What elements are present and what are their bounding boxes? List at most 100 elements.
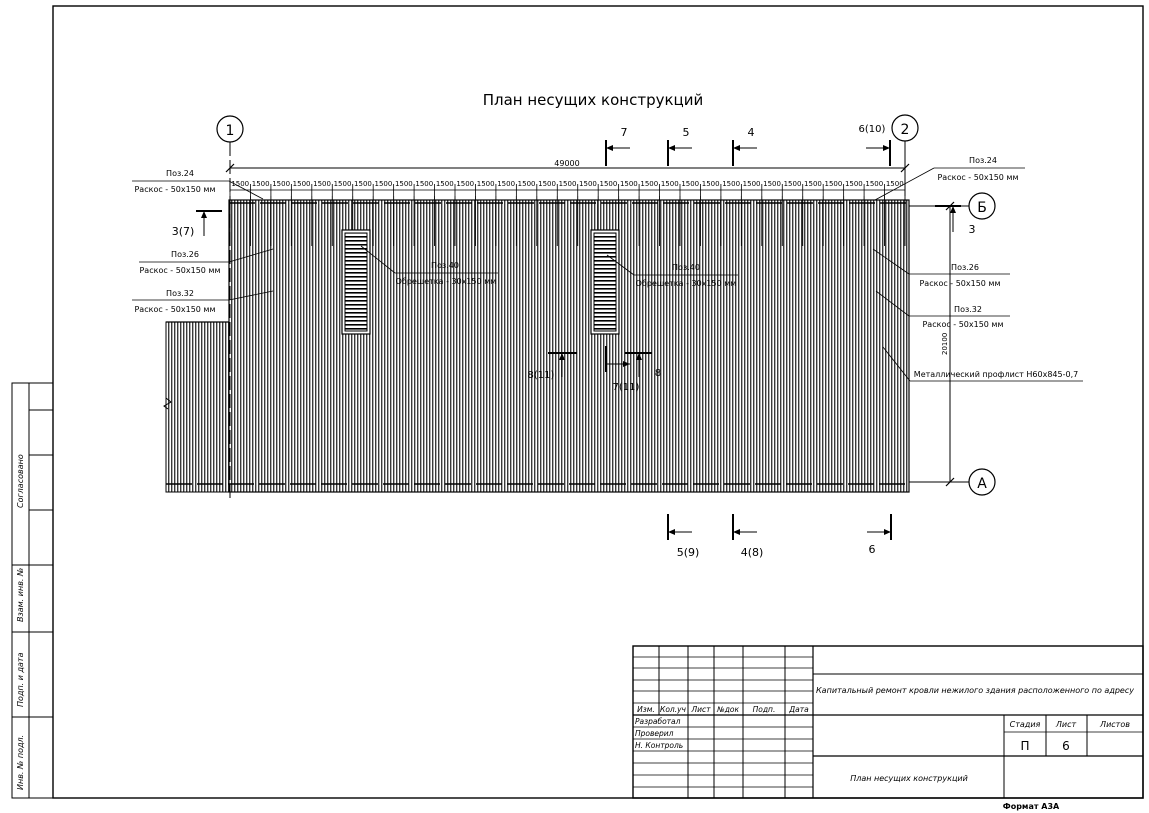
section-mark-8-11-mid: 8(11) xyxy=(528,352,577,381)
stage-value: П xyxy=(1020,739,1029,753)
spacing-label: 1500 xyxy=(477,180,495,188)
spacing-label: 1500 xyxy=(681,180,699,188)
svg-text:Поз.32: Поз.32 xyxy=(166,289,194,298)
spacing-label: 1500 xyxy=(824,180,842,188)
section-mark-5-9-bottom: 5(9) xyxy=(667,514,700,559)
svg-text:8: 8 xyxy=(655,368,661,379)
overall-dimension: 49000 xyxy=(225,159,910,173)
svg-text:Поз.24: Поз.24 xyxy=(969,156,997,165)
svg-text:Поз.40: Поз.40 xyxy=(672,263,700,272)
sheet-value: 6 xyxy=(1062,739,1070,753)
section-mark-8-mid: 8 xyxy=(625,352,661,379)
section-mark-3-7-left: 3(7) xyxy=(172,210,222,238)
stage-header: Стадия xyxy=(1010,720,1041,729)
spacing-label: 1500 xyxy=(640,180,658,188)
spacing-label: 1500 xyxy=(497,180,515,188)
svg-text:Б: Б xyxy=(977,200,987,216)
svg-text:А: А xyxy=(977,476,987,492)
stamp-vzam-inv: Взам. инв. № xyxy=(16,568,25,622)
svg-text:3: 3 xyxy=(969,223,976,236)
spacing-label: 1500 xyxy=(763,180,781,188)
callout-profile: Металлический профлист Н60х845-0,7 xyxy=(882,346,1083,382)
spacing-label: 1500 xyxy=(252,180,270,188)
svg-text:Раскос - 50х150 мм: Раскос - 50х150 мм xyxy=(937,173,1018,182)
callout-pos32-right: Поз.32 Раскос - 50х150 мм xyxy=(875,290,1010,329)
header-list: Лист xyxy=(690,705,711,714)
spacing-label: 1500 xyxy=(886,180,904,188)
header-ndok: №док xyxy=(716,705,740,714)
callout-pos40-right: Поз.40 Обрешетка - 30х150 мм xyxy=(606,254,738,288)
svg-text:5: 5 xyxy=(683,126,690,139)
callout-pos26-right: Поз.26 Раскос - 50х150 мм xyxy=(872,248,1010,288)
drawing-title: План несущих конструкций xyxy=(850,774,968,783)
roof-plan xyxy=(163,196,910,493)
header-data: Дата xyxy=(788,705,809,714)
callout-pos40-left: Поз.40 Обрешетка - 30х150 мм xyxy=(360,245,498,286)
svg-text:49000: 49000 xyxy=(554,159,579,168)
section-mark-6-10-top: 6(10) xyxy=(859,124,891,166)
spacing-label: 1500 xyxy=(272,180,290,188)
spacing-label: 1500 xyxy=(579,180,597,188)
svg-text:Раскос - 50х150 мм: Раскос - 50х150 мм xyxy=(134,185,215,194)
section-mark-6-bottom: 6 xyxy=(867,514,892,556)
callout-pos32-left: Поз.32 Раскос - 50х150 мм xyxy=(132,289,274,314)
spacing-label: 1500 xyxy=(456,180,474,188)
svg-text:5(9): 5(9) xyxy=(677,546,700,559)
spacing-label: 1500 xyxy=(784,180,802,188)
project-title: Капитальный ремонт кровли нежилого здани… xyxy=(816,686,1134,695)
spacing-label: 1500 xyxy=(538,180,556,188)
header-kol-uch: Кол.уч xyxy=(660,705,687,714)
spacing-label: 1500 xyxy=(845,180,863,188)
section-mark-3-right: 3 xyxy=(935,205,976,236)
page-title: План несущих конструкций xyxy=(483,91,704,109)
spacing-label: 1500 xyxy=(743,180,761,188)
svg-text:Раскос - 50х150 мм: Раскос - 50х150 мм xyxy=(134,305,215,314)
spacing-label: 1500 xyxy=(559,180,577,188)
spacing-label: 1500 xyxy=(518,180,536,188)
svg-text:7(11): 7(11) xyxy=(613,382,640,393)
spacing-label: 1500 xyxy=(702,180,720,188)
spacing-label: 1500 xyxy=(395,180,413,188)
svg-text:6(10): 6(10) xyxy=(859,124,886,135)
svg-text:6: 6 xyxy=(869,543,876,556)
svg-text:4: 4 xyxy=(748,126,755,139)
spacing-label: 1500 xyxy=(231,180,249,188)
spacing-label: 1500 xyxy=(374,180,392,188)
section-mark-4-8-bottom: 4(8) xyxy=(732,514,764,559)
format-label: Формат А3А xyxy=(1003,802,1060,811)
svg-text:Обрешетка - 30х150 мм: Обрешетка - 30х150 мм xyxy=(636,279,737,288)
role-norm-control: Н. Контроль xyxy=(635,741,683,750)
svg-text:20100: 20100 xyxy=(941,333,949,355)
callout-pos24-left: Поз.24 Раскос - 50х150 мм xyxy=(132,169,264,200)
side-stamp: Согласовано Взам. инв. № Подп. и дата Ин… xyxy=(11,382,54,799)
svg-text:Поз.32: Поз.32 xyxy=(954,305,982,314)
spacing-label: 1500 xyxy=(436,180,454,188)
stamp-soglasovano: Согласовано xyxy=(16,454,25,508)
spacing-label: 1500 xyxy=(865,180,883,188)
svg-text:3(7): 3(7) xyxy=(172,225,195,238)
svg-text:Поз.26: Поз.26 xyxy=(951,263,979,272)
axis-b: Б xyxy=(909,192,996,220)
svg-text:Раскос - 50х150 мм: Раскос - 50х150 мм xyxy=(922,320,1003,329)
svg-text:7: 7 xyxy=(621,126,628,139)
header-izm: Изм. xyxy=(637,705,655,714)
spacing-label: 1500 xyxy=(313,180,331,188)
svg-text:4(8): 4(8) xyxy=(741,546,764,559)
section-mark-5-top: 5 xyxy=(667,126,692,166)
lathing-block-right xyxy=(590,229,620,335)
section-mark-4-top: 4 xyxy=(732,126,757,166)
spacing-label: 1500 xyxy=(293,180,311,188)
spacing-label: 1500 xyxy=(599,180,617,188)
svg-text:Раскос - 50х150 мм: Раскос - 50х150 мм xyxy=(919,279,1000,288)
spacing-label: 1500 xyxy=(804,180,822,188)
svg-text:2: 2 xyxy=(901,122,910,138)
spacing-label: 1500 xyxy=(722,180,740,188)
svg-text:Поз.40: Поз.40 xyxy=(431,261,459,270)
svg-text:1: 1 xyxy=(226,123,235,139)
callout-pos26-left: Поз.26 Раскос - 50х150 мм xyxy=(139,248,274,275)
bay-dimension: 20100 xyxy=(941,201,955,487)
stamp-inv-podl: Инв. № подл. xyxy=(16,735,25,790)
svg-text:Раскос - 50х150 мм: Раскос - 50х150 мм xyxy=(139,266,220,275)
section-mark-7-11-mid: 7(11) xyxy=(605,346,640,393)
